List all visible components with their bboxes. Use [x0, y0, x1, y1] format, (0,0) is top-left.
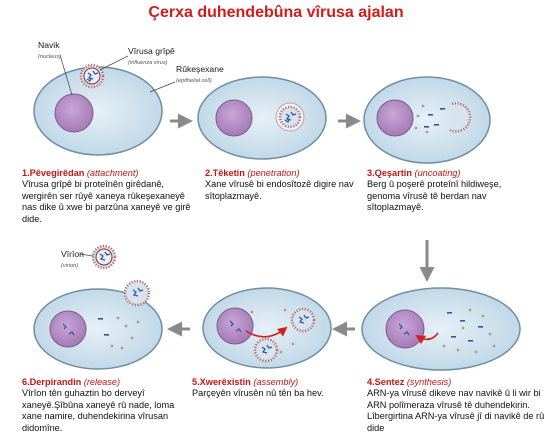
- step-5-en: (assembly): [253, 377, 299, 387]
- step-3-text: Berg û poşerê proteînî hildiweşe, genoma…: [367, 179, 502, 213]
- cell-stage-3: [363, 76, 491, 164]
- step-caption-1: 1.Pêvegirêdan (attachment) Vîrusa grîpê …: [22, 168, 194, 225]
- step-6-num: 6.: [22, 377, 30, 387]
- step-caption-5: 5.Xwerêxistin (assembly) Parçeyên vîrusê…: [192, 377, 357, 400]
- step-6-en: (release): [83, 377, 121, 387]
- virus-attaching: [79, 63, 105, 89]
- step-1-en: (attachment): [86, 168, 139, 178]
- step-5-num: 5.: [192, 377, 200, 387]
- cell-stage-4: [361, 287, 521, 371]
- virion-label: Vîrîon (virion): [61, 249, 84, 271]
- cell-label-en: (epithelial cell): [176, 78, 212, 84]
- step-caption-4: 4.Sentez (synthesis) ARN-ya vîrusê dikev…: [367, 377, 547, 434]
- nucleus-label-text: Navik: [38, 40, 60, 50]
- step-caption-2: 2.Têketin (penetration) Xane vîrusê bi e…: [205, 168, 355, 202]
- step-caption-6: 6.Derpirandin (release) Vîrîon tên guhaz…: [22, 377, 190, 434]
- virion-free: [91, 244, 117, 270]
- virus-label-text: Vîrusa grîpê: [128, 46, 175, 56]
- virion-budding: [123, 279, 151, 307]
- step-5-text: Parçeyên vîrusên nû tên ba hev.: [192, 388, 324, 399]
- step-1-num: 1.: [22, 168, 30, 178]
- nucleus-label-en: (nucleus): [38, 54, 62, 60]
- cell-stage-6: [33, 279, 163, 370]
- step-4-en: (synthesis): [406, 377, 452, 387]
- nucleus-1: [54, 93, 94, 133]
- step-1-text: Vîrusa grîpê bi proteînên girêdanê, werg…: [22, 179, 191, 224]
- nucleus-label: Navik (nucleus): [38, 40, 61, 62]
- step-6-text: Vîrîon tên guhaztin bo derveyî xaneyê.Şî…: [22, 388, 175, 433]
- step-1-name: Pêvegirêdan: [29, 168, 85, 178]
- step-2-num: 2.: [205, 168, 213, 178]
- diagram-title: Çerxa duhendebûna vîrusa ajalan: [148, 4, 404, 21]
- virus-label-en: (influenza virus): [128, 60, 168, 66]
- step-3-en: (uncoating): [414, 168, 461, 178]
- step-2-text: Xane vîrusê bi endosîtozê digire nav sît…: [205, 179, 354, 201]
- cell-label: Rûkeşexane (epithelial cell): [176, 64, 224, 86]
- virion-label-en: (virion): [61, 263, 79, 269]
- step-3-name: Qeşartin: [374, 168, 412, 178]
- virion-label-text: Vîrîon: [61, 249, 84, 259]
- virus-label: Vîrusa grîpê (influenza virus): [128, 46, 175, 68]
- step-4-name: Sentez: [374, 377, 405, 387]
- cell-stage-5: [202, 287, 332, 369]
- step-4-num: 4.: [367, 377, 375, 387]
- step-2-name: Têketin: [212, 168, 245, 178]
- synthesis-arrow: [415, 332, 439, 345]
- step-3-num: 3.: [367, 168, 375, 178]
- step-2-en: (penetration): [247, 168, 300, 178]
- step-4-text: ARN-ya vîrusê dikeve nav navikê û li wir…: [367, 388, 545, 433]
- cell-label-text: Rûkeşexane: [176, 64, 224, 74]
- step-5-name: Xwerêxistin: [199, 377, 251, 387]
- step-caption-3: 3.Qeşartin (uncoating) Berg û poşerê pro…: [367, 168, 532, 214]
- cell-stage-1: [33, 63, 163, 156]
- cell-stage-2: [197, 76, 327, 160]
- step-6-name: Derpirandin: [29, 377, 82, 387]
